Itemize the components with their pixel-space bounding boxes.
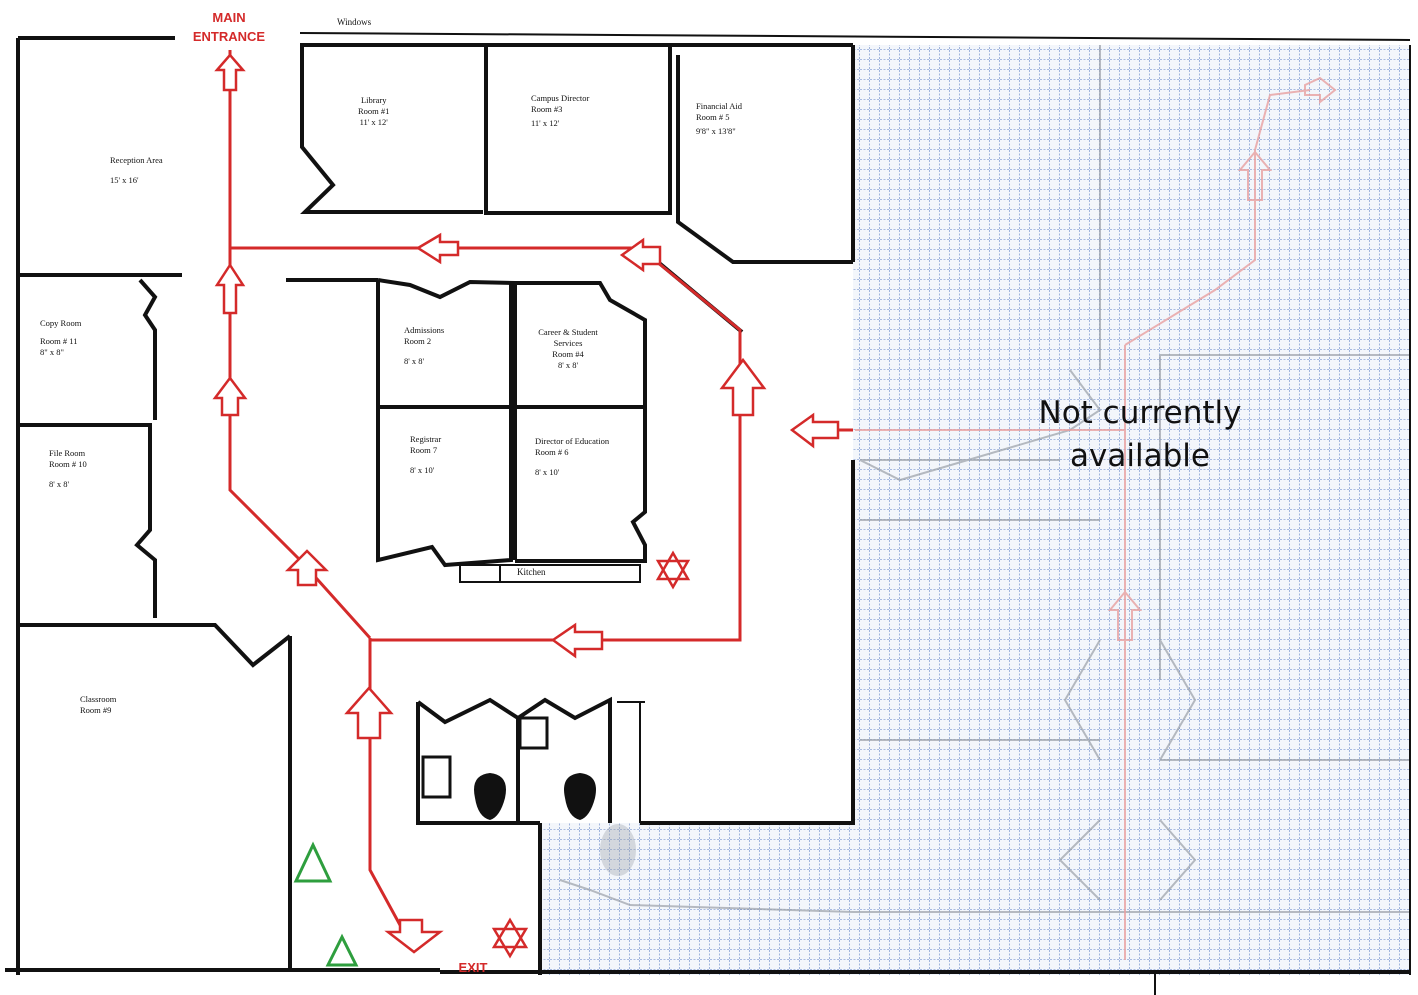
room-number: Room #3 <box>531 104 563 114</box>
exit-label: EXIT <box>458 960 488 975</box>
left-arrow-icon <box>619 237 662 273</box>
route-arrows <box>212 53 840 954</box>
assembly-points <box>293 841 359 967</box>
room-number: Room # 10 <box>49 459 87 469</box>
room-name: Career & Student <box>538 327 598 337</box>
triangle-icon <box>325 933 359 967</box>
room-classroom: Classroom Room #9 <box>80 694 116 716</box>
room-reception: Reception Area 15' x 16' <box>110 155 163 186</box>
room-kitchen: Kitchen <box>517 567 546 577</box>
room-admissions: Admissions Room 2 8' x 8' <box>404 325 444 367</box>
room-number: Room #1 <box>358 106 390 116</box>
notice-line-2: available <box>1070 438 1210 474</box>
room-name: Financial Aid <box>696 101 743 111</box>
room-name: Campus Director <box>531 93 590 103</box>
up-arrow-icon <box>214 262 246 315</box>
room-size: 11' x 12' <box>531 118 560 128</box>
room-registrar: Registrar Room 7 8' x 10' <box>410 434 441 476</box>
room-copy: Copy Room Room # 11 8" x 8" <box>40 318 81 358</box>
star-of-david-icon <box>655 550 691 590</box>
walls <box>5 32 1411 995</box>
up-arrow-icon <box>344 686 394 740</box>
room-name-cont: Services <box>553 338 583 348</box>
room-file: File Room Room # 10 8' x 8' <box>49 448 87 490</box>
up-arrow-icon <box>212 375 248 417</box>
room-name: Library <box>360 95 387 105</box>
evacuation-route <box>228 50 853 941</box>
room-number: Room #9 <box>80 705 112 715</box>
room-size: 15' x 16' <box>110 175 139 185</box>
down-arrow-icon <box>384 918 444 954</box>
room-name: Admissions <box>404 325 445 335</box>
toilet-icon <box>564 773 596 820</box>
windows-label: Windows <box>337 17 372 27</box>
up-arrow-icon <box>284 549 330 587</box>
room-size: 9'8" x 13'8" <box>696 126 736 136</box>
toilet-icon <box>474 773 506 820</box>
room-size: 8' x 8' <box>49 479 70 489</box>
room-financial-aid: Financial Aid Room # 5 9'8" x 13'8" <box>696 101 742 137</box>
room-director-education: Director of Education Room # 6 8' x 10' <box>535 436 609 478</box>
room-career: Career & Student Services Room #4 8' x 8… <box>530 327 606 371</box>
fire-extinguishers <box>491 550 691 959</box>
room-size: 8' x 8' <box>557 360 579 370</box>
room-number: Room 2 <box>404 336 432 346</box>
sink-icon <box>421 755 452 799</box>
room-campus-director: Campus Director Room #3 11' x 12' <box>531 93 589 129</box>
triangle-icon <box>293 841 333 883</box>
main-entrance-line-1: MAIN <box>212 10 246 25</box>
room-size: 8' x 10' <box>535 467 560 477</box>
left-arrow-icon <box>550 622 604 659</box>
room-name: Registrar <box>410 434 442 444</box>
room-name: Copy Room <box>40 318 82 328</box>
room-name: File Room <box>49 448 86 458</box>
notice-line-1: Not currently <box>1038 395 1242 431</box>
room-size: 11' x 12' <box>359 117 388 127</box>
room-size: 8" x 8" <box>40 347 64 357</box>
room-number: Room #4 <box>552 349 584 359</box>
room-name: Reception Area <box>110 155 163 165</box>
sink-icon <box>518 716 549 750</box>
main-entrance-line-2: ENTRANCE <box>192 29 266 44</box>
left-arrow-icon <box>789 412 840 449</box>
unavailable-area <box>540 45 1410 975</box>
room-name: Director of Education <box>535 436 610 446</box>
room-size: 8' x 8' <box>404 356 425 366</box>
room-number: Room # 11 <box>40 336 78 346</box>
room-name: Classroom <box>80 694 117 704</box>
room-number: Room # 6 <box>535 447 569 457</box>
restroom-fixtures <box>421 716 596 820</box>
up-arrow-icon <box>214 53 246 92</box>
room-library: Library Room #1 11' x 12' <box>358 95 389 128</box>
room-number: Room # 5 <box>696 112 730 122</box>
room-size: 8' x 10' <box>410 465 435 475</box>
star-of-david-icon <box>491 917 529 959</box>
main-entrance-label: MAIN ENTRANCE <box>184 8 274 46</box>
left-arrow-icon <box>415 232 460 265</box>
up-arrow-icon <box>719 357 767 417</box>
not-available-notice: Not currently available <box>1000 392 1280 478</box>
room-number: Room 7 <box>410 445 438 455</box>
